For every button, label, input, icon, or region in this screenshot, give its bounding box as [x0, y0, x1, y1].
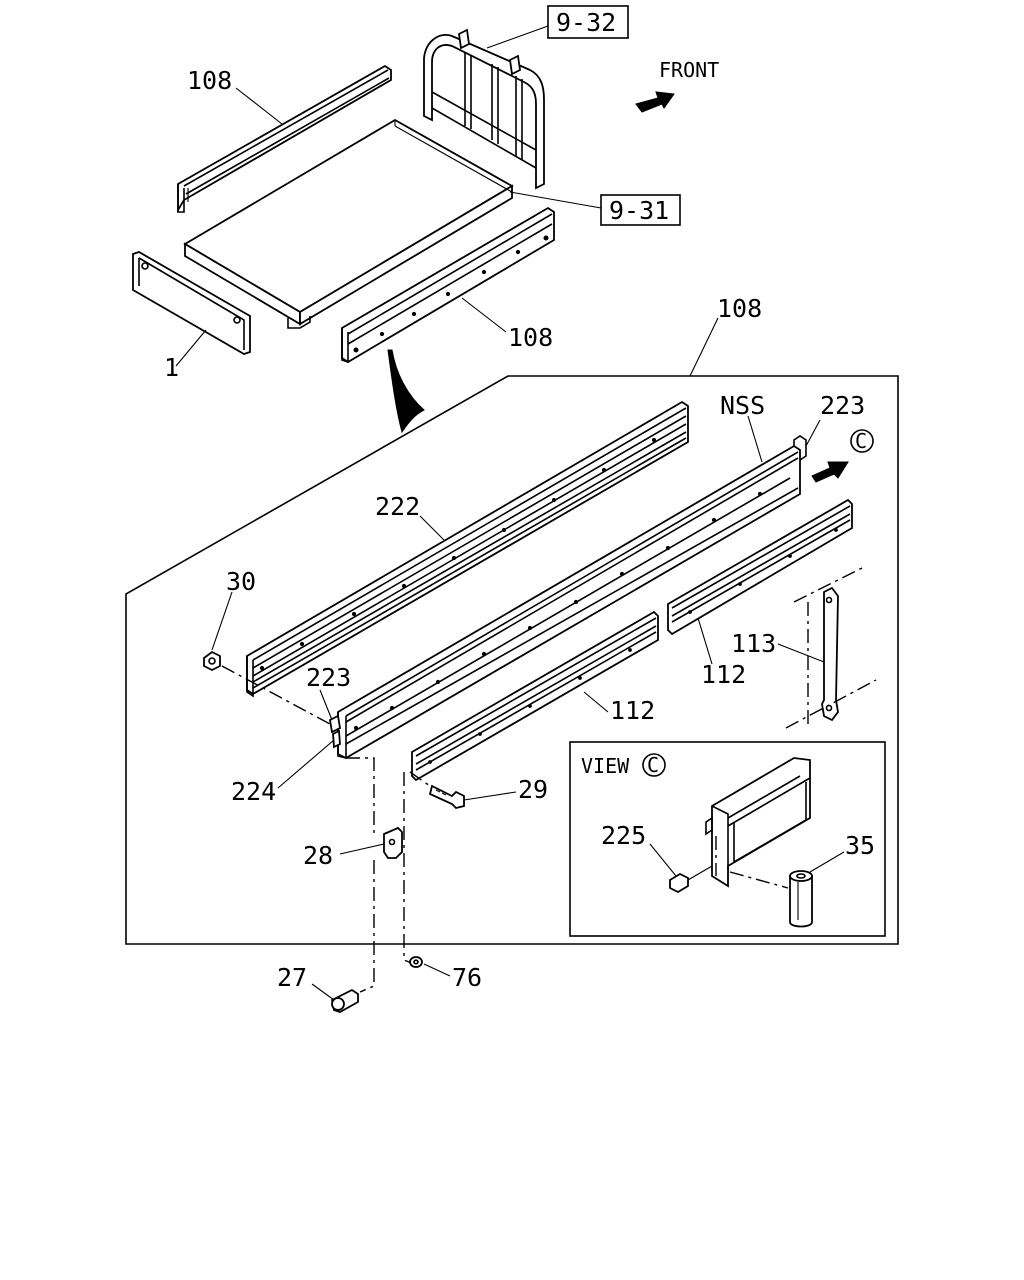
rail-222 — [246, 400, 689, 698]
detail-pointer-arrow — [387, 349, 425, 434]
washer-76 — [409, 956, 423, 968]
leader-30 — [211, 591, 233, 651]
leader-29 — [463, 791, 517, 801]
view-c-marker-letter: C — [855, 429, 867, 453]
assembly-line-pin — [359, 860, 375, 993]
leader-108-detail — [689, 317, 719, 377]
callout-108-front-panel: 108 — [508, 323, 553, 352]
view-c-title: VIEW — [581, 754, 630, 778]
leader-108-rear — [235, 87, 283, 125]
callout-108-detail: 108 — [717, 294, 762, 323]
callout-225: 225 — [601, 821, 646, 850]
callout-223-top: 223 — [820, 391, 865, 420]
callout-30: 30 — [226, 567, 256, 596]
callout-222: 222 — [375, 492, 420, 521]
callout-108-rear-panel: 108 — [187, 66, 232, 95]
leader-27 — [311, 983, 335, 1001]
assembly-line-hinge — [346, 757, 375, 836]
leader-nss — [747, 415, 763, 463]
leader-76 — [423, 963, 451, 977]
rail-112-lower — [411, 610, 659, 782]
leader-112-upper — [697, 617, 713, 665]
callout-35: 35 — [845, 831, 875, 860]
callout-27: 27 — [277, 963, 307, 992]
view-c-title-letter: C — [647, 753, 659, 777]
leader-113 — [777, 643, 825, 663]
pin-27 — [330, 988, 359, 1013]
callout-112-lower: 112 — [610, 696, 655, 725]
callout-223-left: 223 — [306, 663, 351, 692]
leader-224 — [277, 739, 335, 789]
side-panel-108-front — [341, 206, 555, 364]
leader-112-lower — [583, 691, 609, 713]
tail-gate-panel — [132, 251, 251, 355]
ref-box-9-31: 9-31 — [509, 191, 681, 226]
headboard-frame — [423, 28, 545, 190]
leader-225 — [649, 843, 677, 877]
ref-box-9-32-label: 9-32 — [556, 8, 616, 37]
leader-1 — [175, 329, 207, 367]
callout-224: 224 — [231, 777, 276, 806]
view-c-inset: VIEW C 225 35 — [569, 741, 886, 937]
front-label: FRONT — [659, 58, 719, 82]
callout-1-tail-gate: 1 — [164, 353, 179, 382]
callout-113: 113 — [731, 629, 776, 658]
view-c-arrow — [811, 461, 849, 483]
hinge-28 — [383, 826, 403, 859]
leader-223-top — [805, 419, 821, 447]
fitting-224 — [329, 714, 341, 749]
callout-29: 29 — [518, 775, 548, 804]
assembly-line-nut — [221, 665, 331, 725]
front-direction-arrow — [635, 91, 675, 113]
view-c-marker: C — [850, 429, 874, 453]
leader-222 — [419, 515, 445, 541]
ref-box-9-32: 9-32 — [486, 5, 629, 49]
leader-28 — [339, 843, 385, 855]
side-panel-108-rear — [177, 64, 392, 214]
assembly-line-washer — [403, 772, 415, 965]
side-panel-nss — [337, 435, 807, 760]
rail-112-upper — [667, 498, 853, 636]
leader-108-front — [461, 297, 507, 333]
cargo-bed-floor — [183, 118, 514, 329]
nut-30 — [203, 650, 221, 672]
callout-76: 76 — [452, 963, 482, 992]
callout-112-upper: 112 — [701, 660, 746, 689]
bolt-29 — [409, 771, 465, 809]
leader-223-left — [319, 689, 333, 721]
ref-box-9-31-label: 9-31 — [609, 196, 669, 225]
callout-28: 28 — [303, 841, 333, 870]
leader-35 — [809, 851, 845, 873]
nss-label: NSS — [720, 391, 765, 420]
bracket-113 — [785, 565, 877, 729]
detail-frame-outline — [125, 375, 899, 945]
